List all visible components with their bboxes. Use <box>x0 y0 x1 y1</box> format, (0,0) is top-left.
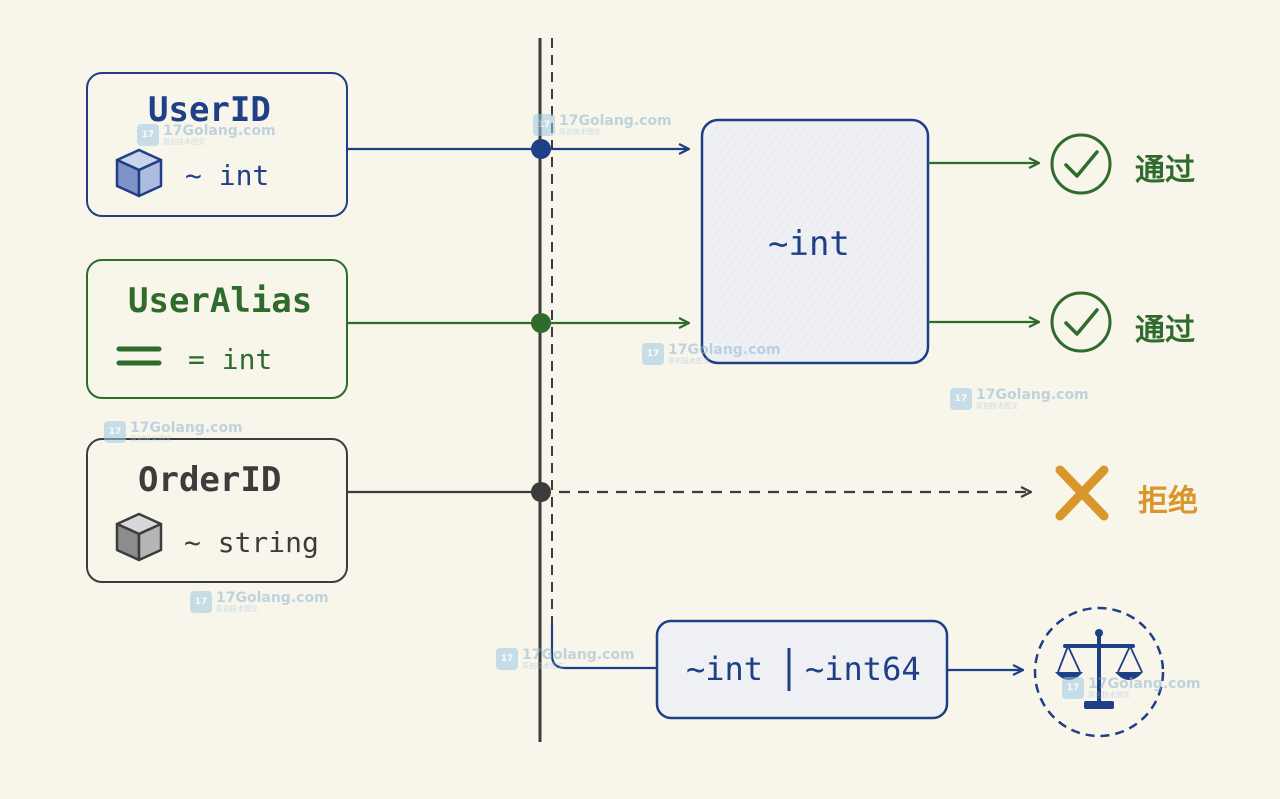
type-constraint: = int <box>188 343 273 376</box>
reject-label: 拒绝 <box>1138 484 1198 519</box>
junction-dot-useralias <box>531 313 551 333</box>
pass-label-1: 通过 <box>1135 153 1195 188</box>
type-name: UserID <box>148 90 271 130</box>
junction-dot-userid <box>531 139 551 159</box>
union-right-label: ~int64 <box>805 650 921 688</box>
check-circle-icon <box>1050 133 1112 195</box>
type-name: OrderID <box>138 460 282 500</box>
union-left-label: ~int <box>686 650 764 688</box>
check-circle-icon <box>1050 291 1112 353</box>
balance-scale-icon <box>1033 606 1165 738</box>
orderid-type-box: OrderID ~ string <box>86 438 348 583</box>
userid-type-box: UserID ~ int <box>86 72 348 217</box>
target-constraint-label: ~int <box>768 224 850 264</box>
junction-dot-orderid <box>531 482 551 502</box>
cube-icon <box>115 148 163 198</box>
type-constraint: ~ string <box>184 526 319 559</box>
equals-icon <box>116 346 162 366</box>
type-constraint: ~ int <box>185 159 270 192</box>
type-name: UserAlias <box>128 281 313 321</box>
useralias-type-box: UserAlias = int <box>86 259 348 399</box>
pass-label-2: 通过 <box>1135 313 1195 348</box>
union-connector-line <box>550 625 656 670</box>
cross-icon <box>1055 465 1109 521</box>
cube-icon <box>115 512 163 562</box>
